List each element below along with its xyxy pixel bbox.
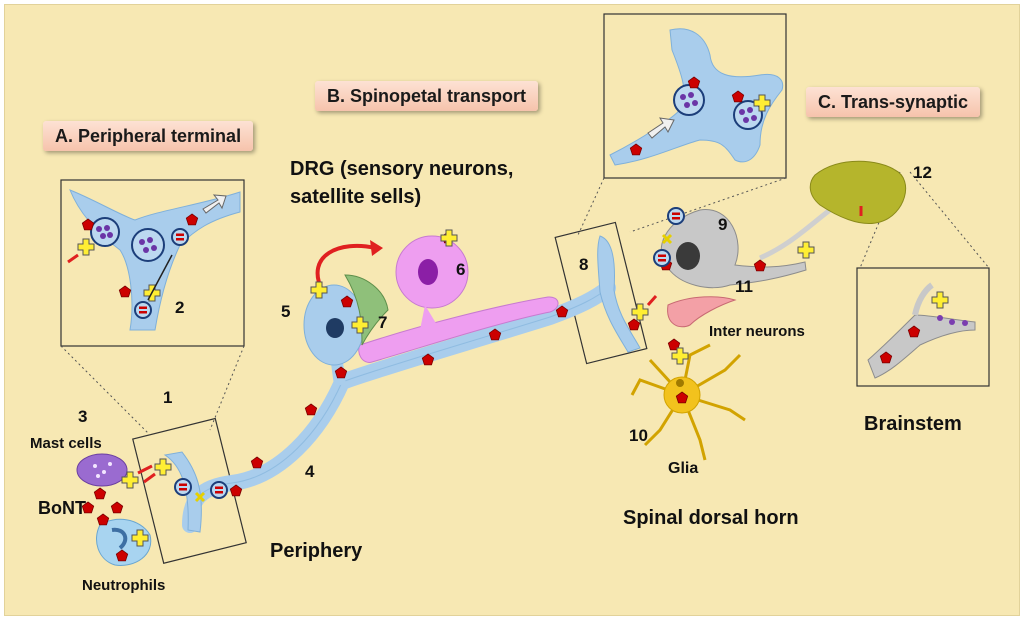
number-4: 4 [305,462,315,481]
bont-label: BoNT [38,498,86,518]
banner-peripheral-terminal: A. Peripheral terminal [43,121,254,151]
neutrophils-label: Neutrophils [82,577,166,594]
brainstem-target [809,160,907,224]
number-5: 5 [281,302,291,321]
inset-peripheral-terminal [60,179,245,347]
number-8: 8 [579,255,589,274]
inset-brainstem [856,267,990,387]
central-terminal [597,235,641,353]
number-1: 1 [163,388,173,407]
banner-spinopetal-transport: B. Spinopetal transport [315,81,539,111]
inset-spinopetal [603,13,787,179]
white-arrow-b [647,117,675,139]
periphery-label: Periphery [270,540,363,562]
spinal-dorsal-horn-label: Spinal dorsal horn [623,507,799,529]
number-12: 12 [913,163,932,182]
number-2: 2 [175,298,185,317]
number-7: 7 [378,313,388,332]
drg-label-line1: DRG (sensory neurons, [290,158,514,180]
projection-axon [759,208,832,261]
satellite-cell-process [358,296,559,363]
glia-label: Glia [668,460,699,477]
interneuron [667,296,737,328]
brainstem-label: Brainstem [864,413,962,435]
white-arrow-a [202,194,227,214]
number-3: 3 [78,407,88,426]
inter-neurons-label: Inter neurons [709,323,805,340]
sensory-axon [182,280,616,533]
satellite-cell-7 [344,274,389,346]
number-11: 11 [735,277,753,296]
number-9: 9 [718,215,728,234]
drg-label-line2: satellite sells) [290,186,422,208]
number-10: 10 [629,426,648,445]
banner-trans-synaptic: C. Trans-synaptic [806,87,981,117]
mast-cells-label: Mast cells [30,435,102,452]
inset-c-neuron [867,314,976,379]
number-6: 6 [456,260,466,279]
mast-cell [76,453,128,487]
peripheral-terminal [163,451,202,533]
